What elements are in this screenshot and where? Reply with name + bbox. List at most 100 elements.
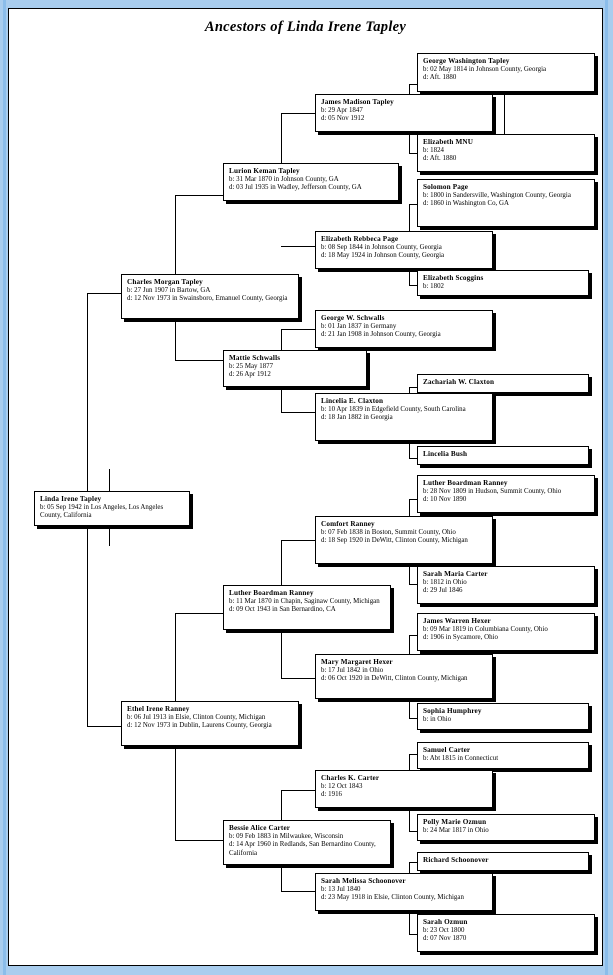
connector: [281, 113, 315, 115]
connector: [409, 153, 417, 155]
node-name: Elizabeth Rebbeca Page: [321, 235, 399, 243]
ancestor-node[interactable]: Elizabeth Rebbeca Page b: 08 Sep 1844 in…: [315, 231, 493, 269]
node-detail: b: 01 Jan 1837 in Germany: [321, 322, 397, 330]
node-detail: b: 1800 in Sandersville, Washington Coun…: [423, 191, 571, 199]
node-detail: d: 29 Jul 1846: [423, 587, 463, 595]
ancestor-node[interactable]: Linda Irene Tapley b: 05 Sep 1942 in Los…: [34, 491, 190, 526]
node-detail: d: 1906 in Sycamore, Ohio: [423, 634, 498, 642]
ancestor-node[interactable]: Lurion Keman Tapley b: 31 Mar 1870 in Jo…: [223, 163, 399, 201]
node-detail: d: Aft. 1880: [423, 74, 457, 82]
node-name: Mattie Schwalls: [229, 354, 281, 362]
ancestor-node[interactable]: Mattie Schwalls b: 25 May 1877 d: 26 Apr…: [223, 350, 367, 387]
ancestor-node[interactable]: Zachariah W. Claxton: [417, 374, 589, 393]
node-detail: d: 07 Nov 1870: [423, 935, 467, 943]
ancestor-node[interactable]: Lincelia Bush: [417, 446, 589, 465]
node-detail: d: 18 Sep 1920 in DeWitt, Clinton County…: [321, 537, 468, 545]
node-detail: b: 28 Nov 1809 in Hudson, Summit County,…: [423, 487, 562, 495]
node-detail: b: 05 Sep 1942 in Los Angeles, Los Angel…: [40, 503, 164, 520]
node-detail: b: 02 May 1814 in Johnson County, Georgi…: [423, 65, 547, 73]
connector: [409, 831, 417, 833]
ancestor-node[interactable]: Lincelia E. Claxton b: 10 Apr 1839 in Ed…: [315, 393, 493, 441]
node-detail: d: 26 Apr 1912: [229, 371, 271, 379]
ancestor-node[interactable]: Charles Morgan Tapley b: 27 Jun 1907 in …: [121, 274, 299, 319]
node-detail: d: 21 Jan 1908 in Johnson County, Georgi…: [321, 331, 441, 339]
node-detail: d: 1916: [321, 791, 343, 799]
connector: [281, 329, 315, 331]
ancestor-node[interactable]: Luther Boardman Ranney b: 11 Mar 1870 in…: [223, 585, 391, 630]
node-detail: d: 23 May 1918 in Elsie, Clinton County,…: [321, 894, 464, 902]
ancestor-node[interactable]: Mary Margaret Hexer b: 17 Jul 1842 in Oh…: [315, 654, 493, 699]
ancestor-node[interactable]: Elizabeth MNU b: 1824 d: Aft. 1880: [417, 134, 595, 172]
node-detail: d: 12 Nov 1973 in Dublin, Laurens County…: [127, 722, 272, 730]
ancestor-node[interactable]: Samuel Carter b: Abt 1815 in Connecticut: [417, 742, 589, 769]
connector: [281, 246, 315, 248]
node-detail: b: 07 Feb 1838 in Boston, Summit County,…: [321, 528, 456, 536]
node-name: Richard Schoonover: [423, 856, 489, 864]
ancestor-node[interactable]: Solomon Page b: 1800 in Sandersville, Wa…: [417, 179, 595, 227]
node-detail: b: 13 Jul 1840: [321, 885, 361, 893]
chart-page: Ancestors of Linda Irene Tapley: [8, 8, 603, 966]
ancestor-node[interactable]: Sarah Maria Carter b: 1812 in Ohio d: 29…: [417, 566, 595, 604]
node-name: Sarah Melissa Schoonover: [321, 877, 406, 885]
node-detail: d: 10 Nov 1890: [423, 496, 467, 504]
ancestor-node[interactable]: Sophia Humphrey b: in Ohio: [417, 703, 589, 730]
node-detail: b: 12 Oct 1843: [321, 782, 363, 790]
node-detail: b: 10 Apr 1839 in Edgefield County, Sout…: [321, 405, 466, 413]
node-name: Polly Marie Ozmun: [423, 818, 487, 826]
node-name: Elizabeth Scoggins: [423, 274, 484, 282]
frame-stripe-right: [605, 0, 608, 975]
node-name: Charles Morgan Tapley: [127, 278, 203, 286]
ancestor-node[interactable]: George Washington Tapley b: 02 May 1814 …: [417, 53, 595, 92]
connector: [409, 635, 417, 637]
ancestor-node[interactable]: George W. Schwalls b: 01 Jan 1837 in Ger…: [315, 310, 493, 348]
node-detail: b: 08 Sep 1844 in Johnson County, Georgi…: [321, 243, 442, 251]
node-name: Luther Boardman Ranney: [229, 589, 314, 597]
node-detail: d: 09 Oct 1943 in San Bernardino, CA: [229, 606, 336, 614]
node-name: George W. Schwalls: [321, 314, 385, 322]
ancestor-node[interactable]: Luther Boardman Ranney b: 28 Nov 1809 in…: [417, 475, 595, 513]
node-name: Luther Boardman Ranney: [423, 479, 508, 487]
node-detail: d: 18 Jan 1882 in Georgia: [321, 414, 393, 422]
connector: [409, 584, 417, 586]
node-name: Sophia Humphrey: [423, 707, 482, 715]
connector: [281, 113, 283, 189]
connector: [409, 387, 417, 389]
ancestor-node[interactable]: Sarah Ozmun b: 23 Oct 1800 d: 07 Nov 187…: [417, 914, 595, 952]
connector: [87, 293, 121, 295]
node-name: Sarah Maria Carter: [423, 570, 488, 578]
node-name: James Madison Tapley: [321, 98, 394, 106]
connector: [175, 360, 223, 362]
page-title: Ancestors of Linda Irene Tapley: [204, 19, 407, 35]
node-detail: b: 06 Jul 1913 in Elsie, Clinton County,…: [127, 713, 266, 721]
ancestor-node[interactable]: Polly Marie Ozmun b: 24 Mar 1817 in Ohio: [417, 814, 595, 841]
node-name: Ethel Irene Ranney: [127, 705, 190, 713]
connector: [409, 499, 417, 501]
node-detail: b: 09 Mar 1819 in Columbiana County, Ohi…: [423, 625, 548, 633]
ancestor-node[interactable]: Comfort Ranney b: 07 Feb 1838 in Boston,…: [315, 516, 493, 564]
ancestor-node[interactable]: Bessie Alice Carter b: 09 Feb 1883 in Mi…: [223, 820, 391, 865]
node-name: Lurion Keman Tapley: [229, 167, 300, 175]
node-detail: b: 09 Feb 1883 in Milwaukee, Wisconsin: [229, 832, 344, 840]
node-name: Bessie Alice Carter: [229, 824, 291, 832]
ancestor-node[interactable]: James Warren Hexer b: 09 Mar 1819 in Col…: [417, 613, 595, 651]
node-detail: b: 23 Oct 1800: [423, 926, 465, 934]
connector: [281, 678, 315, 680]
connector: [409, 204, 417, 206]
connector: [409, 458, 417, 460]
node-detail: d: 05 Nov 1912: [321, 115, 365, 123]
connector: [175, 613, 223, 615]
ancestor-node[interactable]: James Madison Tapley b: 29 Apr 1847 d: 0…: [315, 94, 493, 132]
ancestor-node[interactable]: Richard Schoonover: [417, 852, 589, 871]
ancestor-node[interactable]: Elizabeth Scoggins b: 1802: [417, 270, 589, 296]
node-name: Linda Irene Tapley: [40, 495, 102, 503]
node-name: Elizabeth MNU: [423, 138, 474, 146]
ancestor-node[interactable]: Charles K. Carter b: 12 Oct 1843 d: 1916: [315, 770, 493, 808]
ancestor-node[interactable]: Sarah Melissa Schoonover b: 13 Jul 1840 …: [315, 873, 493, 911]
node-detail: d: 18 May 1924 in Johnson County, Georgi…: [321, 252, 445, 260]
node-name: George Washington Tapley: [423, 57, 510, 65]
node-detail: b: 24 Mar 1817 in Ohio: [423, 826, 489, 834]
ancestor-node[interactable]: Ethel Irene Ranney b: 06 Jul 1913 in Els…: [121, 701, 299, 746]
connector: [175, 195, 223, 197]
node-detail: b: 31 Mar 1870 in Johnson County, GA: [229, 175, 339, 183]
